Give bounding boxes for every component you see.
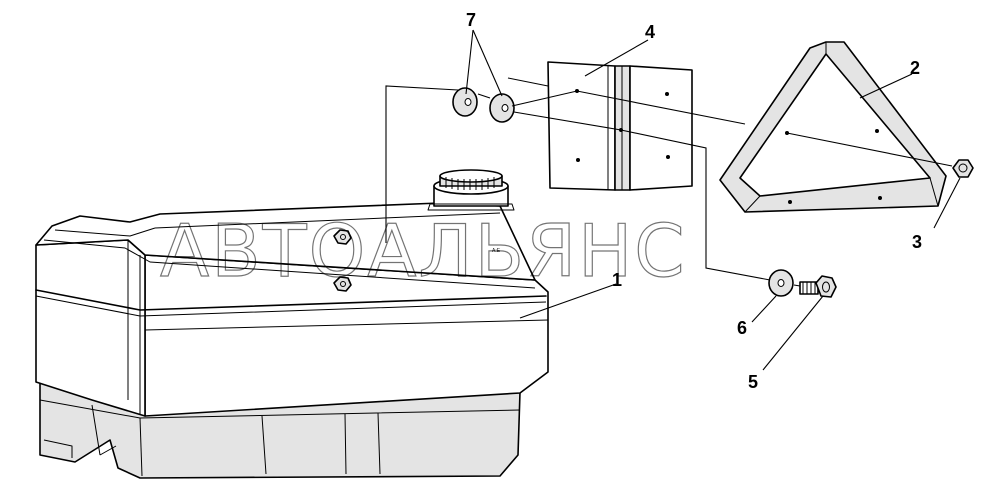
tank-part-1: A:E (35, 169, 549, 479)
washer-part-7b (489, 93, 515, 123)
washer-part-6 (768, 269, 794, 297)
nut-part-3 (952, 159, 974, 178)
tank-marking: A:E (492, 248, 501, 254)
callout-leaders (465, 29, 961, 371)
washer-part-7a (452, 87, 478, 117)
bracket-plate-part-4 (547, 61, 693, 191)
filler-cap (427, 169, 515, 211)
bolt-part-5 (799, 275, 837, 298)
callout-3: 3 (912, 232, 922, 252)
watermark: АВТОАЛЬЯНС (160, 209, 687, 293)
triangle-sign-part-2 (719, 41, 947, 213)
callout-4: 4 (645, 22, 655, 42)
tank-stud-lower (333, 276, 352, 292)
callout-1: 1 (612, 270, 622, 290)
callout-2: 2 (910, 58, 920, 78)
callout-6: 6 (737, 318, 747, 338)
callout-7: 7 (466, 10, 476, 30)
tank-stud-upper (333, 229, 352, 245)
assembly-lines (385, 77, 953, 287)
callout-5: 5 (748, 372, 758, 392)
